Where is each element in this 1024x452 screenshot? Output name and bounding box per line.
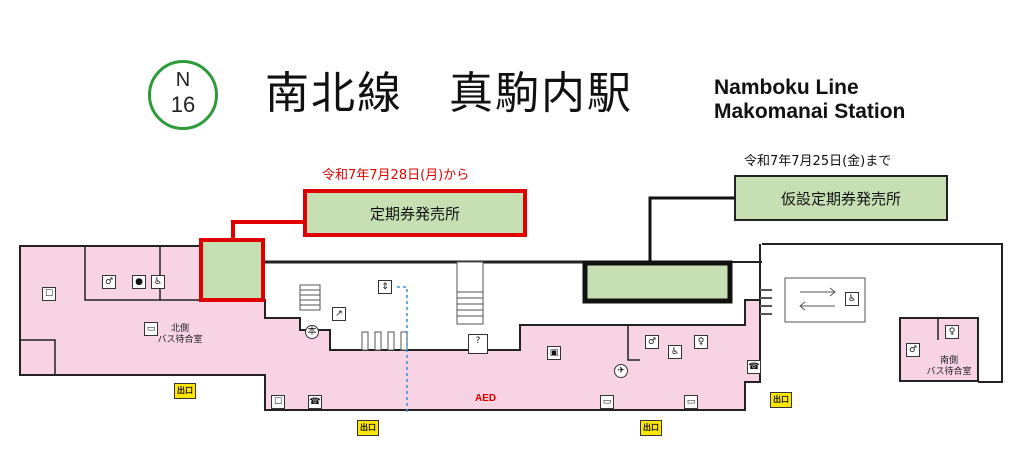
exit-marker: 出口 — [770, 392, 792, 408]
temp-ticket-office — [582, 260, 733, 304]
coin-locker-icon: ☐ — [271, 395, 285, 409]
exit-marker: 出口 — [357, 420, 379, 436]
station-title-en: Namboku Line Makomanai Station — [714, 76, 905, 124]
ticket-gates — [361, 331, 408, 351]
exit-marker: 出口 — [640, 420, 662, 436]
temp-office-date: 令和7年7月25日(金)まで — [744, 154, 892, 169]
south-waiting-room-label: 南側 バス待合室 — [926, 356, 972, 377]
restroom-icon: ♀ — [694, 335, 708, 349]
coin-locker-icon: ☐ — [42, 287, 56, 301]
restroom-icon: ♂ — [645, 335, 659, 349]
accessible-restroom-icon: ♿ — [151, 275, 165, 289]
stairs-icon — [299, 261, 484, 325]
accessible-icon: ♿ — [845, 292, 859, 306]
phone-icon: ☎ — [747, 360, 761, 374]
new-office-date: 令和7年7月28日(月)から — [322, 168, 470, 183]
escalator-icon: ↗ — [332, 307, 346, 321]
ticket-machine-icon: 本 — [305, 325, 319, 339]
restroom-icon: ♂ — [906, 343, 920, 357]
phone-icon: ☎ — [308, 395, 322, 409]
exit-marker: 出口 — [174, 383, 196, 399]
aed-label: AED — [475, 393, 497, 404]
accessible-restroom-icon: ♿ — [668, 345, 682, 359]
airport-icon: ✈ — [614, 364, 628, 378]
line-badge: N 16 — [148, 60, 218, 130]
temp-office-label: 仮設定期券発売所 — [734, 175, 948, 221]
restroom-icon: ♀ — [945, 325, 959, 339]
information-icon: ? — [468, 334, 488, 354]
elevator-icon: ⇕ — [378, 280, 392, 294]
station-name-en: Makomanai Station — [714, 100, 906, 123]
bus-icon: ▭ — [600, 395, 614, 409]
restroom-icon: ♂ — [102, 275, 116, 289]
bus-icon: ▭ — [144, 322, 158, 336]
station-number: 16 — [170, 92, 196, 117]
new-office-label: 定期券発売所 — [303, 189, 527, 237]
bus-icon: ▭ — [684, 395, 698, 409]
baby-room-icon: ● — [132, 275, 146, 289]
new-ticket-office — [199, 238, 265, 302]
ticket-machine-icon: ▣ — [547, 346, 561, 360]
line-code: N — [175, 69, 191, 91]
station-title-ja: 南北線 真駒内駅 — [265, 68, 633, 119]
line-name-en: Namboku Line — [714, 76, 859, 99]
north-waiting-room-label: 北側 バス待合室 — [157, 324, 203, 345]
